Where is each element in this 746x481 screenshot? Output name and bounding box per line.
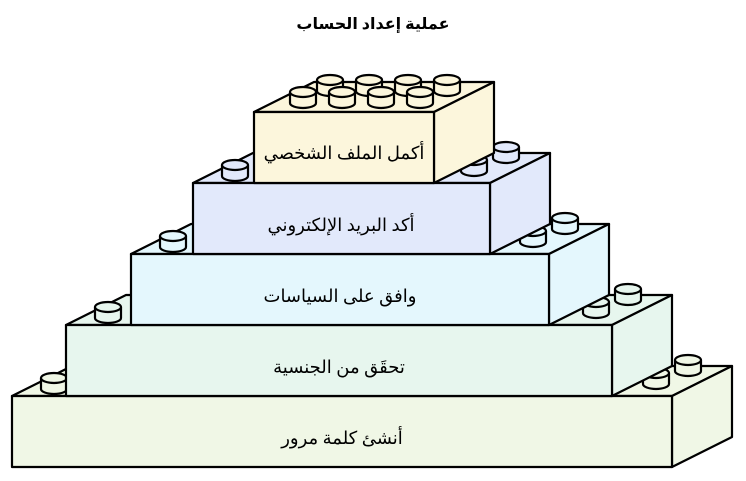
stud-top xyxy=(366,85,396,99)
brick-label: تحقَق من الجنسية xyxy=(273,357,405,378)
stud xyxy=(39,371,69,396)
brick-label: أنشئ كلمة مرور xyxy=(280,426,403,449)
brick-stack: أنشئ كلمة مرور تحقَق من الجنسية xyxy=(10,73,734,469)
stud xyxy=(158,229,188,254)
stud xyxy=(613,282,643,307)
stud-top xyxy=(491,140,521,154)
stud-top xyxy=(550,211,580,225)
brick-label: أكمل الملف الشخصي xyxy=(264,141,425,164)
stud-top xyxy=(39,371,69,385)
stud-top xyxy=(93,300,123,314)
stud-top xyxy=(432,73,462,87)
stud xyxy=(405,85,435,110)
stud-top xyxy=(393,73,423,87)
diagram-title: عملية إعداد الحساب xyxy=(296,16,449,33)
stud xyxy=(327,85,357,110)
stud-top xyxy=(158,229,188,243)
stud-top xyxy=(613,282,643,296)
stud xyxy=(491,140,521,165)
stud xyxy=(288,85,318,110)
stud xyxy=(93,300,123,325)
stud-top xyxy=(405,85,435,99)
stud-top xyxy=(327,85,357,99)
brick-label: أكد البريد الإلكتروني xyxy=(267,213,414,236)
stud xyxy=(220,158,250,183)
stud xyxy=(366,85,396,110)
brick-label: وافق على السياسات xyxy=(264,286,417,307)
stud-top xyxy=(354,73,384,87)
stud-top xyxy=(315,73,345,87)
stud-top xyxy=(220,158,250,172)
stud xyxy=(432,73,462,98)
stud-top xyxy=(673,353,703,367)
stud-top xyxy=(288,85,318,99)
stud xyxy=(673,353,703,378)
brick-complete-profile: أكمل الملف الشخصي xyxy=(252,73,496,185)
stud xyxy=(550,211,580,236)
brick-front-face xyxy=(252,110,436,185)
